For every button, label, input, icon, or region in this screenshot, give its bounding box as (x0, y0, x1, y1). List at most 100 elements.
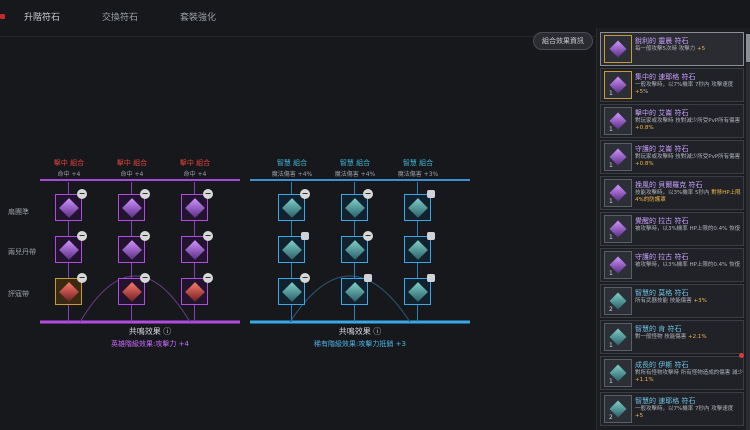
rune-gem-icon (58, 281, 79, 302)
lock-icon (427, 274, 435, 282)
rune-desc-value: +5 (635, 413, 644, 419)
rune-count: 1 (609, 342, 613, 349)
rune-icon: 1 (604, 143, 632, 171)
rune-gem-icon (407, 239, 428, 260)
resonance-effect: 英雄階級效果:攻擊力 +4 (111, 340, 189, 348)
rune-slot[interactable]: − (341, 231, 373, 263)
group-bonus: 命中 +4 (57, 171, 81, 178)
rune-desc-text: 所有武器技能 技能傷害 (635, 298, 694, 304)
group-title: 擊中 組合命中 +4 (102, 158, 162, 178)
rune-icon: 1 (604, 251, 632, 279)
group-title: 智慧 組合魔法傷害 +4% (325, 158, 385, 178)
rune-desc-value: +3% (693, 298, 707, 304)
rune-desc-value: +5 (635, 89, 644, 95)
rune-slot[interactable]: − (55, 231, 87, 263)
rune-gem-icon (281, 281, 302, 302)
rune-slot[interactable]: − (118, 273, 150, 305)
rune-slot[interactable]: − (181, 189, 213, 221)
combo-info-button[interactable]: 組合效果資訊 (533, 32, 593, 50)
rune-gem-icon (184, 281, 205, 302)
rune-slot[interactable]: − (181, 231, 213, 263)
remove-icon[interactable]: − (363, 189, 373, 199)
rune-slot[interactable]: − (341, 189, 373, 221)
rune-desc-text: 對所有怪物攻擊時 所有怪物造成的傷害 減少 (635, 370, 743, 376)
rune-slot[interactable]: − (181, 273, 213, 305)
rune-slot[interactable] (404, 232, 435, 263)
rune-icon: 1 (604, 179, 632, 207)
rune-card[interactable]: 銳利的 靈晨 符石每一般攻擊5次時 攻擊力 +5 (600, 32, 744, 66)
remove-icon[interactable]: − (300, 189, 310, 199)
rune-slot[interactable] (341, 274, 372, 305)
rune-count: 2 (609, 414, 613, 421)
resonance-right: 共鳴效果 ⓘ 稀有階級效果:攻擊力抵銷 +3 (285, 326, 435, 349)
rune-slot[interactable] (278, 232, 309, 263)
rune-name: 擊中的 艾崙 符石 (635, 109, 689, 117)
tab-exchange-rune[interactable]: 交換符石 (102, 13, 139, 23)
rune-name: 銳利的 靈晨 符石 (635, 37, 689, 45)
rune-slot[interactable] (404, 190, 435, 221)
rune-name: 挽風的 貝爾羅克 符石 (635, 181, 703, 189)
rune-desc: 對一般怪物 技能傷害 +2.1% (635, 334, 743, 341)
group-title: 擊中 組合命中 +4 (165, 158, 225, 178)
remove-icon[interactable]: − (140, 231, 150, 241)
rune-desc-text: 一般攻擊時，以7%機率 7秒內 攻擊速度 (635, 406, 734, 412)
remove-icon[interactable]: − (140, 189, 150, 199)
remove-icon[interactable]: − (363, 231, 373, 241)
rune-desc: 對所有怪物攻擊時 所有怪物造成的傷害 減少 +1.1% (635, 370, 743, 384)
rune-desc: 對玩家或攻擊時 技對減少所受PvP所有傷害 +0.8% (635, 154, 743, 168)
rune-desc-value: +0.8% (635, 161, 654, 167)
rune-slot[interactable] (404, 274, 435, 305)
remove-icon[interactable]: − (77, 273, 87, 283)
remove-icon[interactable]: − (77, 189, 87, 199)
remove-icon[interactable]: − (203, 273, 213, 283)
scrollbar-thumb[interactable] (746, 34, 750, 62)
rune-desc-value: +1.1% (635, 377, 654, 383)
rune-slot[interactable]: − (278, 189, 310, 221)
rune-gem-icon (609, 40, 627, 58)
rune-icon: 1 (604, 359, 632, 387)
lock-icon (427, 190, 435, 198)
rune-name: 成長的 伊斯 符石 (635, 361, 689, 369)
remove-icon[interactable]: − (140, 273, 150, 283)
rune-slot[interactable]: − (278, 273, 310, 305)
rune-desc-text: 被攻擊時，以3%機率 HP上限的0.4% 恢復 (635, 226, 741, 232)
rune-slot[interactable]: − (118, 231, 150, 263)
group-bonus: 魔法傷害 +3% (397, 171, 439, 178)
group-name: 智慧 組合 (402, 159, 434, 167)
rune-desc-text: 對一般怪物 技能傷害 (635, 334, 688, 340)
rune-slot[interactable]: − (55, 273, 87, 305)
rune-gem-icon (121, 239, 142, 260)
rune-slot[interactable]: − (118, 189, 150, 221)
group-name: 智慧 組合 (339, 159, 371, 167)
rune-gem-icon (281, 197, 302, 218)
tab-upgrade-rune[interactable]: 升階符石 (24, 13, 61, 23)
scrollbar[interactable] (746, 34, 750, 430)
tab-set-enhance[interactable]: 套裝強化 (180, 13, 217, 23)
rune-desc-value: 對移HP上限4%的防護罩 (635, 190, 741, 203)
rune-icon: 1 (604, 71, 632, 99)
remove-icon[interactable]: − (203, 189, 213, 199)
remove-icon[interactable]: − (300, 273, 310, 283)
rune-desc: 被攻擊時，以3%機率 HP上限的0.4% 恢復 (635, 262, 743, 269)
rune-desc-text: 對玩家或攻擊時 技對減少所受PvP所有傷害 (635, 154, 741, 160)
rune-desc: 一般攻擊時，以7%機率 7秒內 攻擊速度 +5% (635, 82, 743, 96)
group-title: 智慧 組合魔法傷害 +3% (388, 158, 448, 178)
lock-icon (427, 232, 435, 240)
rune-slot[interactable]: − (55, 189, 87, 221)
rune-gem-icon (281, 239, 302, 260)
remove-icon[interactable]: − (203, 231, 213, 241)
rune-count: 1 (609, 198, 613, 205)
rune-name: 覺醒的 拉古 符石 (635, 217, 689, 225)
remove-icon[interactable]: − (77, 231, 87, 241)
rune-count: 1 (609, 270, 613, 277)
